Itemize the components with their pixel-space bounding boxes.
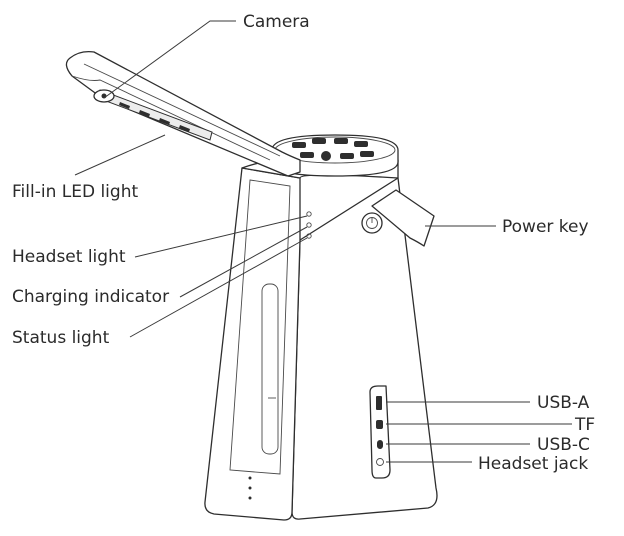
label-usb-c: USB-C: [537, 435, 590, 455]
camera-arm: [65, 50, 301, 177]
status-light-dot: [306, 233, 312, 239]
label-headset-light: Headset light: [12, 247, 126, 267]
usb-a-port-shape: [376, 396, 382, 410]
label-power-key: Power key: [502, 217, 589, 237]
label-tf: TF: [574, 415, 595, 435]
label-status-light: Status light: [12, 328, 110, 348]
label-camera: Camera: [243, 12, 310, 32]
usb-c-port-shape: [377, 440, 383, 449]
label-usb-a: USB-A: [537, 393, 590, 413]
top-cap: [271, 134, 399, 177]
headset-light-dot: [306, 211, 312, 217]
label-fill-in-led-light: Fill-in LED light: [12, 182, 138, 202]
power-key: [361, 189, 435, 247]
tf-port-shape: [376, 420, 383, 429]
label-headset-jack: Headset jack: [478, 454, 588, 474]
label-charging-indicator: Charging indicator: [12, 287, 169, 307]
indicator-lights: [306, 211, 312, 239]
leader-lines: [74, 20, 572, 463]
charging-indicator-dot: [306, 222, 312, 228]
label-group: Camera Fill-in LED light Headset light C…: [12, 12, 595, 474]
port-panel: [369, 385, 391, 479]
headset-jack-shape: [376, 458, 384, 466]
